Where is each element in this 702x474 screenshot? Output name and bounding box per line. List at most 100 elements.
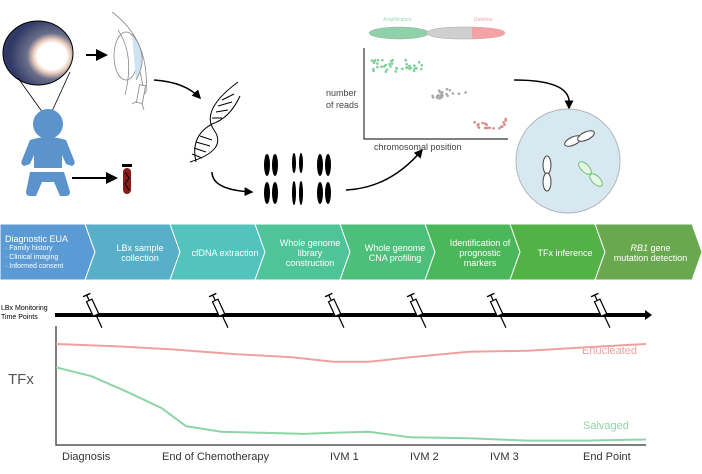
- cna-point: [451, 92, 455, 95]
- chevron-shape: [594, 223, 702, 281]
- step-bullet: · Family history: [5, 245, 53, 252]
- cna-point: [464, 91, 467, 94]
- cna-point: [435, 95, 439, 98]
- step-title: markers: [463, 257, 497, 268]
- x-tick-label: End of Chemotherapy: [162, 451, 270, 463]
- timeline-label-line2: Time Points: [1, 314, 38, 321]
- cna-point: [389, 65, 392, 68]
- cna-point: [477, 126, 481, 129]
- cna-ylabel-line1: number: [326, 88, 357, 98]
- cna-point: [438, 90, 442, 94]
- cna-point: [448, 88, 452, 92]
- syringe-icon: [486, 292, 507, 328]
- cell-with-dna-icon: [515, 108, 621, 214]
- pipeline-step-5: Whole genome CNA profiling: [355, 225, 435, 280]
- series-line-salvaged: [55, 366, 647, 442]
- pipeline-step-2: LBx sample collection: [100, 225, 180, 280]
- cna-point: [413, 64, 416, 68]
- cna-point: [419, 67, 423, 71]
- cna-point: [391, 58, 394, 62]
- cna-point: [431, 96, 435, 99]
- cna-point: [388, 62, 391, 66]
- cna-point: [381, 58, 384, 62]
- pipeline-step-1: Diagnostic EUA · Family history · Clinic…: [5, 225, 90, 280]
- cna-point: [420, 63, 424, 67]
- cna-plot-points: [370, 58, 508, 130]
- cna-point: [501, 125, 504, 129]
- cna-point: [485, 123, 488, 127]
- pipeline-step-7: TFx inference: [525, 225, 605, 280]
- series-label-salvaged: Salvaged: [583, 420, 629, 432]
- baby-icon: [21, 109, 75, 196]
- chart-axes-lines: [55, 326, 646, 446]
- cna-point: [457, 92, 461, 95]
- cna-point: [370, 59, 374, 62]
- chromosomes-icon: [264, 153, 331, 205]
- step-title: Whole genome: [364, 242, 426, 253]
- arrow-icon: [513, 79, 574, 110]
- cna-point: [382, 65, 386, 68]
- step-title: Identification of: [449, 237, 511, 248]
- step-title: LBx sample: [116, 242, 164, 253]
- step-bullet: · Clinical imaging: [5, 254, 59, 261]
- cna-point: [404, 58, 408, 62]
- cna-point: [375, 62, 379, 65]
- series-line-enucleated: [55, 343, 647, 363]
- arrow-icon: [211, 171, 254, 197]
- cna-point: [385, 68, 389, 71]
- workflow-illustration: [2, 11, 621, 214]
- blood-tube-icon: [122, 164, 132, 194]
- cna-point: [405, 66, 408, 70]
- pipeline-step-3: cfDNA extraction: [185, 225, 265, 280]
- x-tick-label: Diagnosis: [62, 451, 111, 463]
- cna-point: [395, 67, 399, 70]
- x-tick-label: IVM 1: [330, 451, 359, 463]
- cna-point: [488, 126, 491, 130]
- x-tick-label: IVM 2: [410, 451, 439, 463]
- step-title: collection: [121, 252, 159, 263]
- series-label-enucleated: Enucleated: [582, 345, 638, 357]
- syringe-icon: [324, 292, 345, 328]
- cna-point: [439, 94, 442, 98]
- cna-point: [477, 122, 480, 126]
- chart-ylabel: TFx: [8, 371, 34, 388]
- cna-point: [376, 59, 380, 62]
- syringe-icon: [406, 292, 427, 328]
- cna-point: [417, 60, 421, 64]
- cna-point: [373, 59, 377, 62]
- cna-point: [372, 69, 375, 73]
- arrow-icon: [153, 79, 202, 100]
- syringe-icon: [82, 292, 103, 328]
- cna-point: [372, 61, 376, 65]
- x-tick-label: End Point: [583, 451, 631, 463]
- cna-point: [473, 120, 476, 124]
- cna-point: [408, 65, 411, 68]
- timeline-label-line1: LBx Monitoring: [1, 305, 48, 312]
- cna-point: [384, 70, 388, 73]
- cna-point: [504, 117, 507, 121]
- tfx-chart: [55, 326, 647, 446]
- cna-ylabel-line2: of reads: [326, 100, 359, 110]
- cna-xlabel: chromosomal position: [374, 142, 462, 152]
- cna-point: [483, 126, 487, 130]
- arrow-icon: [345, 148, 423, 191]
- cna-point: [401, 67, 404, 71]
- step-title: library: [297, 247, 323, 258]
- pipeline-step-4: Whole genome library construction: [270, 225, 350, 280]
- dna-helix-icon: [189, 81, 241, 163]
- cna-point: [502, 121, 505, 124]
- cna-point: [390, 62, 394, 65]
- cna-point: [412, 69, 416, 73]
- cna-point: [380, 65, 383, 68]
- cna-point: [498, 126, 501, 130]
- fundus-image: [2, 20, 74, 121]
- step-title-gene: RB1: [630, 242, 648, 253]
- cna-point: [405, 62, 408, 66]
- pipeline-step-6: Identification of prognostic markers: [440, 225, 520, 280]
- deletion-label: Deletion: [474, 17, 493, 23]
- step-title: mutation detection: [613, 252, 688, 263]
- amplification-label: Amplification: [383, 17, 412, 23]
- cna-point: [445, 87, 449, 91]
- step-title: cfDNA extraction: [191, 247, 259, 258]
- cna-point: [394, 70, 398, 73]
